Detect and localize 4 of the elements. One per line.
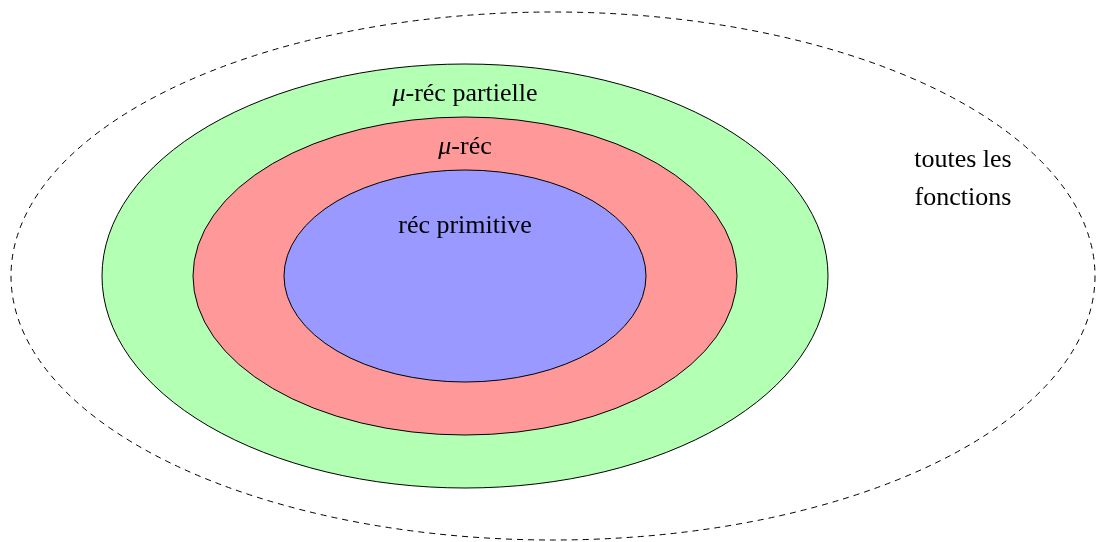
set-label: μ-réc partielle xyxy=(392,77,538,109)
set-label: μ-réc xyxy=(438,130,492,162)
set-label: toutes les fonctions xyxy=(913,143,1013,213)
set-label: réc primitive xyxy=(398,209,532,241)
